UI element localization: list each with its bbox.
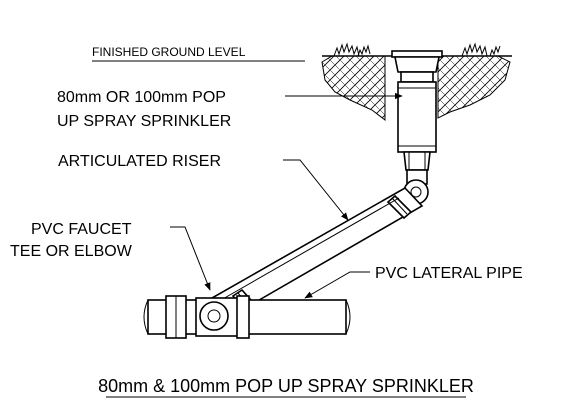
drawing-title: 80mm & 100mm POP UP SPRAY SPRINKLER xyxy=(98,376,474,396)
lateral-pipe-label: PVC LATERAL PIPE xyxy=(375,265,523,282)
articulated-riser xyxy=(210,186,424,320)
faucet-label-line2: TEE OR ELBOW xyxy=(10,243,133,260)
finished-ground-level-label: FINISHED GROUND LEVEL xyxy=(92,45,246,59)
soil-section xyxy=(321,55,511,122)
grass-tufts xyxy=(333,42,501,57)
articulated-riser-label: ARTICULATED RISER xyxy=(58,153,221,170)
sprinkler-label-line1: 80mm OR 100mm POP xyxy=(57,89,226,106)
sprinkler-label-line2: UP SPRAY SPRINKLER xyxy=(57,113,231,130)
faucet-tee xyxy=(195,295,250,339)
leader-lines xyxy=(170,92,403,299)
faucet-label-line1: PVC FAUCET xyxy=(31,221,132,238)
pop-up-sprinkler xyxy=(391,50,443,171)
